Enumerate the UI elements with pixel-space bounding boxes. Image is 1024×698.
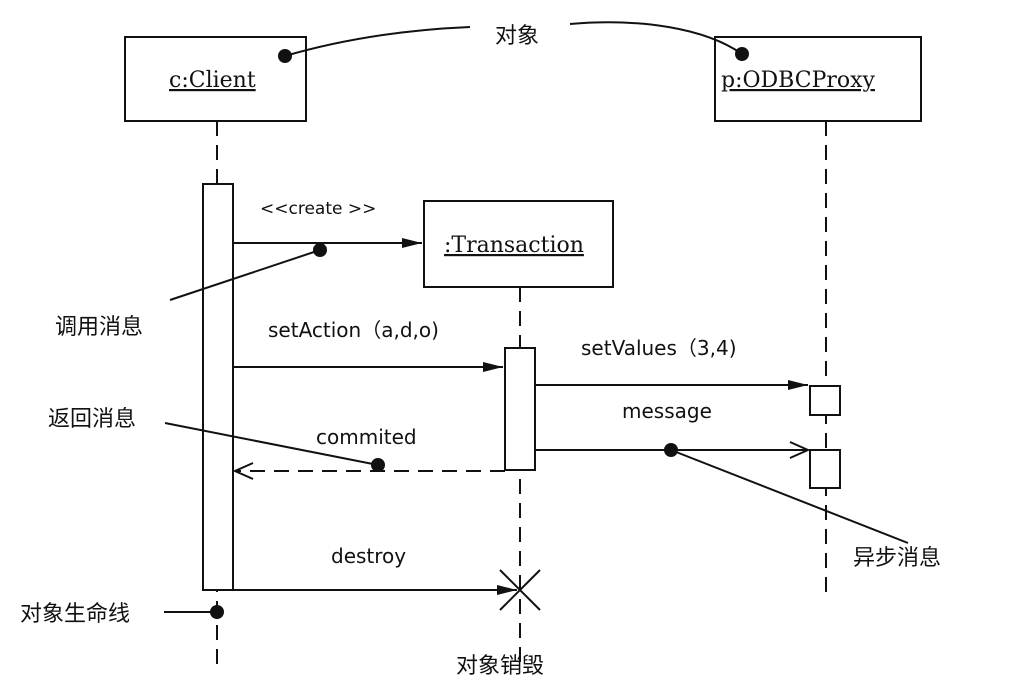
async-message-label: message [622, 399, 712, 423]
set-values-label: setValues（3,4) [581, 336, 737, 360]
client-object-label: c:Client [169, 68, 256, 93]
proxy-activation-1 [809, 385, 841, 416]
client-activation [202, 183, 234, 591]
destroy-message-label: destroy [331, 544, 406, 568]
return-message-label: commited [316, 425, 417, 449]
return-message-annotation: 返回消息 [48, 407, 136, 432]
call-message-annotation: 调用消息 [55, 315, 143, 340]
proxy-object-label: p:ODBCProxy [721, 68, 876, 93]
lifeline-annotation: 对象生命线 [20, 602, 130, 627]
destruction-annotation: 对象销毁 [456, 654, 544, 679]
transaction-activation [504, 347, 536, 471]
set-action-label: setAction（a,d,o) [268, 318, 439, 342]
proxy-activation-2 [809, 449, 841, 489]
object-annotation: 对象 [495, 24, 539, 49]
object-callout: 对象 [278, 21, 749, 63]
client-object: c:Client [124, 36, 307, 122]
return-message-callout: 返回消息 [48, 407, 385, 472]
destruction-marker [499, 569, 541, 611]
transaction-object: :Transaction [423, 200, 614, 288]
lifeline-callout: 对象生命线 [20, 602, 224, 627]
async-message-annotation: 异步消息 [853, 546, 941, 571]
proxy-object: p:ODBCProxy [714, 36, 922, 122]
call-message-callout: 调用消息 [55, 243, 327, 340]
transaction-object-label: :Transaction [444, 233, 584, 258]
create-message-label: <<create >> [260, 199, 376, 219]
async-message-callout: 异步消息 [664, 443, 941, 571]
